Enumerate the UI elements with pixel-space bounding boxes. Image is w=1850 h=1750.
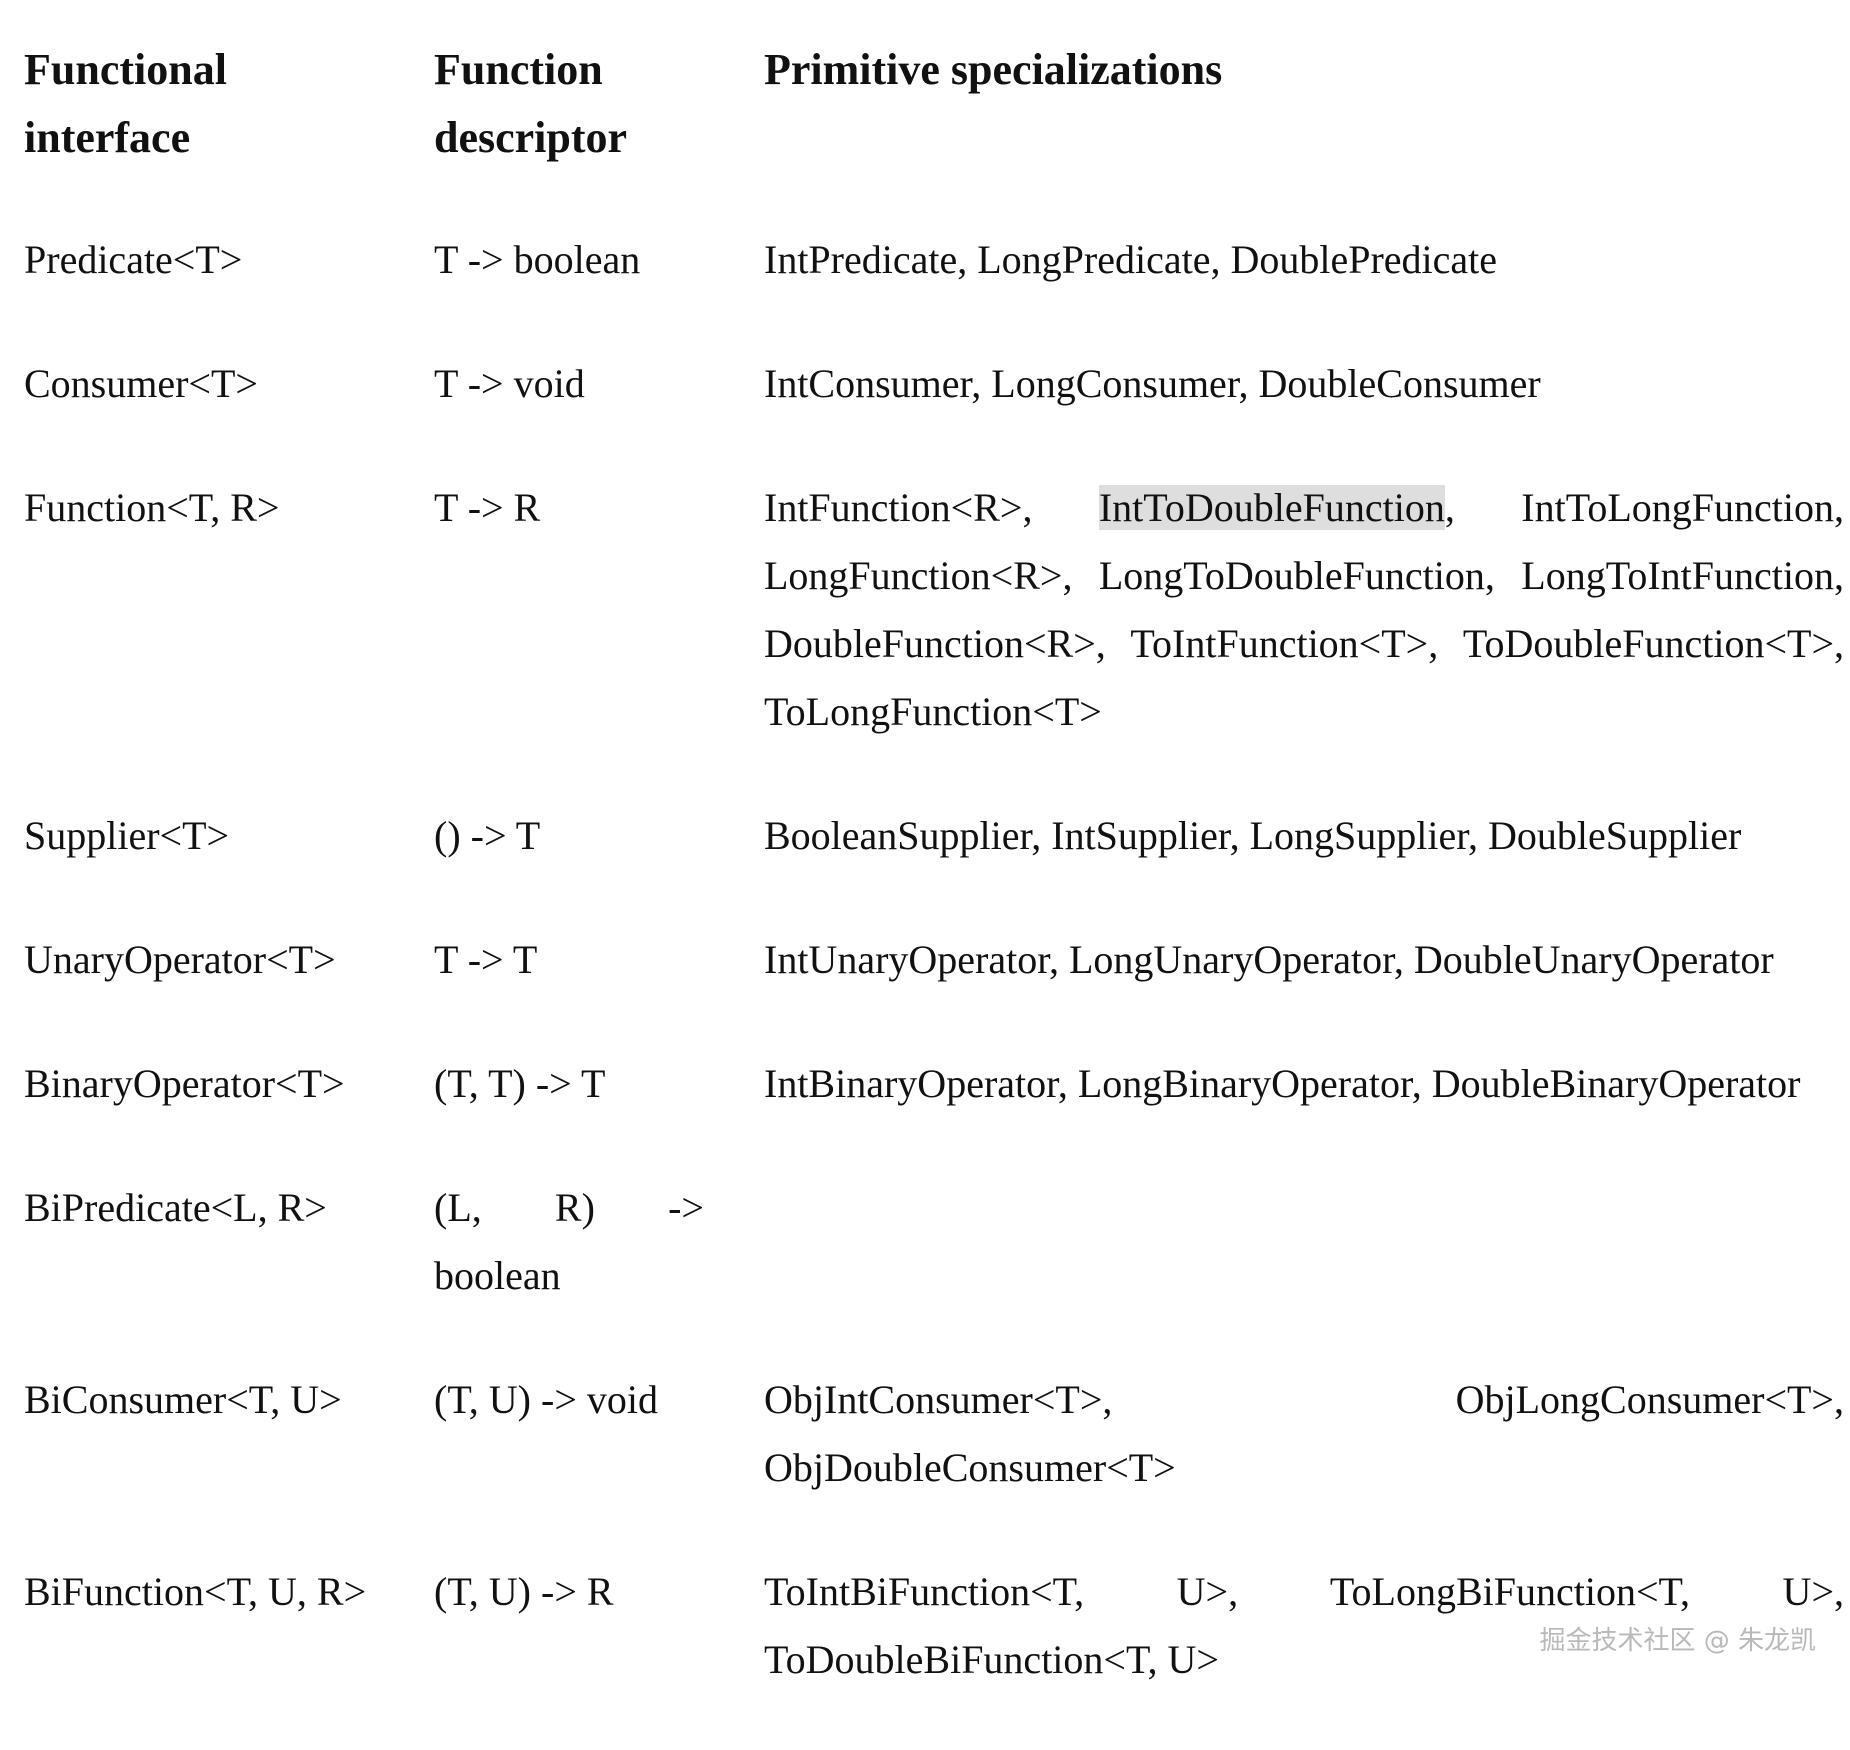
cell-interface: BiConsumer<T, U> (24, 1377, 342, 1422)
table-row: UnaryOperator<T> T -> T IntUnaryOperator… (24, 926, 1844, 1050)
cell-interface: Predicate<T> (24, 237, 243, 282)
table-row: Function<T, R> T -> R IntFunction<R>, In… (24, 474, 1844, 802)
cell-descriptor: T -> R (434, 485, 541, 530)
table-row: BiPredicate<L, R> (L, R) -> boolean (24, 1174, 1844, 1366)
cell-descriptor: T -> T (434, 937, 538, 982)
cell-descriptor: T -> void (434, 361, 585, 406)
cell-interface: BiFunction<T, U, R> (24, 1569, 367, 1614)
cell-primitive: BooleanSupplier, IntSupplier, LongSuppli… (764, 813, 1742, 858)
table-row: Supplier<T> () -> T BooleanSupplier, Int… (24, 802, 1844, 926)
table-row: Consumer<T> T -> void IntConsumer, LongC… (24, 350, 1844, 474)
table-row: BiFunction<T, U, R> (T, U) -> R ToIntBiF… (24, 1558, 1844, 1750)
cell-descriptor: (T, U) -> R (434, 1569, 614, 1614)
cell-descriptor: (T, U) -> void (434, 1377, 658, 1422)
primitive-text-after: , IntToLongFunction, LongFunction<R>, Lo… (764, 485, 1844, 734)
cell-interface: UnaryOperator<T> (24, 937, 336, 982)
cell-primitive: IntBinaryOperator, LongBinaryOperator, D… (764, 1061, 1801, 1106)
cell-interface: BinaryOperator<T> (24, 1061, 345, 1106)
table-row: BinaryOperator<T> (T, T) -> T IntBinaryO… (24, 1050, 1844, 1174)
highlighted-text[interactable]: IntToDoubleFunction (1098, 485, 1445, 530)
cell-descriptor: T -> boolean (434, 237, 641, 282)
cell-interface: Consumer<T> (24, 361, 258, 406)
header-functional-interface: Functional interface (24, 45, 227, 162)
cell-descriptor: (T, T) -> T (434, 1061, 606, 1106)
cell-primitive: IntPredicate, LongPredicate, DoublePredi… (764, 237, 1498, 282)
cell-primitive: ToIntBiFunction<T, U>, ToLongBiFunction<… (764, 1569, 1844, 1682)
primitive-text-before: IntFunction<R>, (764, 485, 1099, 530)
cell-primitive: ObjIntConsumer<T>, ObjLongConsumer<T>, O… (764, 1377, 1844, 1490)
cell-descriptor: (L, R) -> boolean (434, 1185, 704, 1298)
table-row: Predicate<T> T -> boolean IntPredicate, … (24, 226, 1844, 350)
cell-primitive: IntUnaryOperator, LongUnaryOperator, Dou… (764, 937, 1774, 982)
header-function-descriptor: Function descriptor (434, 45, 628, 162)
table-header-row: Functional interface Function descriptor… (24, 36, 1844, 226)
document-page: Functional interface Function descriptor… (24, 36, 1844, 1750)
cell-primitive (764, 1174, 1844, 1366)
cell-primitive: IntConsumer, LongConsumer, DoubleConsume… (764, 361, 1541, 406)
header-primitive-specializations: Primitive specializations (764, 45, 1223, 94)
table-row: BiConsumer<T, U> (T, U) -> void ObjIntCo… (24, 1366, 1844, 1558)
functional-interfaces-table: Functional interface Function descriptor… (24, 36, 1844, 1750)
cell-interface: Supplier<T> (24, 813, 230, 858)
cell-interface: BiPredicate<L, R> (24, 1185, 327, 1230)
cell-descriptor: () -> T (434, 813, 541, 858)
cell-primitive: IntFunction<R>, IntToDoubleFunction, Int… (764, 474, 1844, 802)
watermark-text: 掘金技术社区 @ 朱龙凯 (1539, 1626, 1816, 1656)
cell-interface: Function<T, R> (24, 485, 280, 530)
